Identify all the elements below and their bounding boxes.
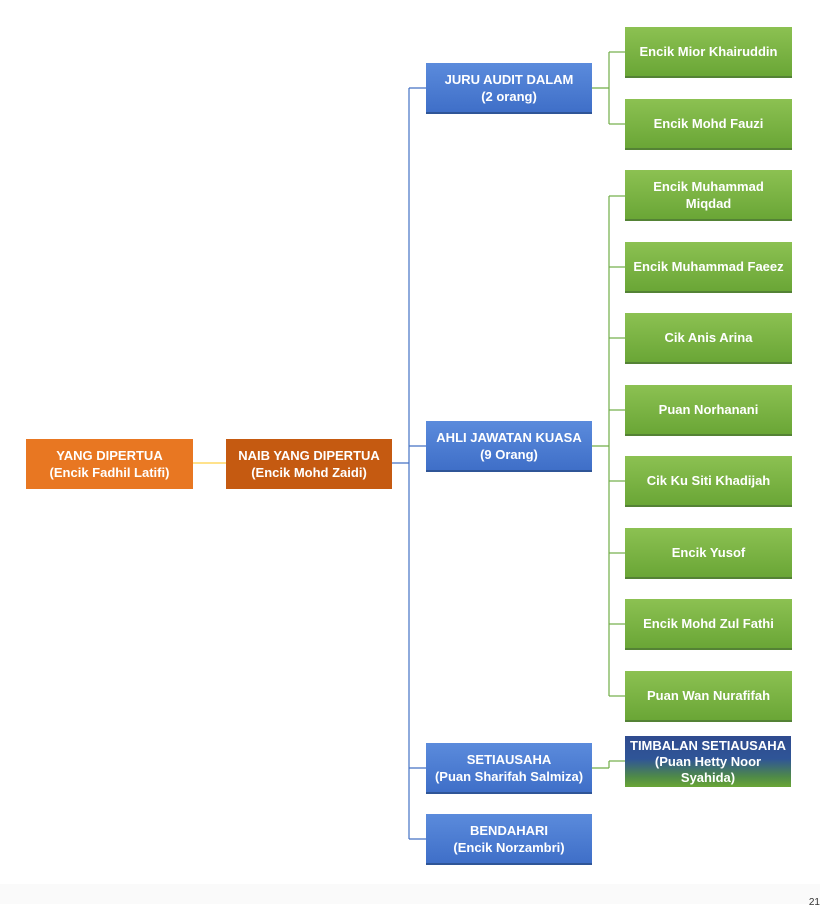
- node-person: Encik Muhammad Faeez: [633, 259, 784, 274]
- node-ahli-jawatan-kuasa: AHLI JAWATAN KUASA (9 Orang): [426, 421, 592, 472]
- node-title: YANG DIPERTUA: [56, 448, 163, 463]
- node-person: Encik Mohd Fauzi: [653, 116, 764, 131]
- node-person: (9 Orang): [480, 446, 538, 462]
- node-person: Encik Yusof: [671, 545, 746, 560]
- node-title: SETIAUSAHA: [466, 751, 552, 767]
- page-number: 21: [808, 897, 820, 908]
- node-timbalan-setiausaha: TIMBALAN SETIAUSAHA (Puan Hetty Noor Sya…: [625, 736, 791, 787]
- node-person: (Puan Sharifah Salmiza): [434, 768, 584, 784]
- node-title: NAIB YANG DIPERTUA: [238, 448, 380, 463]
- node-person: Encik Mior Khairuddin: [639, 44, 778, 59]
- node-juru-audit-dalam: JURU AUDIT DALAM (2 orang): [426, 63, 592, 114]
- node-person: (Encik Mohd Zaidi): [251, 465, 367, 480]
- node-person: (Encik Fadhil Latifi): [49, 465, 170, 480]
- node-person: Cik Ku Siti Khadijah: [646, 473, 771, 488]
- node-person: (2 orang): [481, 88, 537, 104]
- node-committee-member-1: Encik Muhammad Miqdad: [625, 170, 792, 221]
- page-footer-band: [0, 884, 820, 904]
- node-title: JURU AUDIT DALAM: [444, 71, 574, 87]
- node-person: Puan Norhanani: [658, 402, 759, 417]
- node-auditor-2: Encik Mohd Fauzi: [625, 99, 792, 150]
- node-yang-dipertua: YANG DIPERTUA (Encik Fadhil Latifi): [26, 439, 193, 489]
- node-bendahari: BENDAHARI (Encik Norzambri): [426, 814, 592, 865]
- node-setiausaha: SETIAUSAHA (Puan Sharifah Salmiza): [426, 743, 592, 794]
- node-auditor-1: Encik Mior Khairuddin: [625, 27, 792, 78]
- node-person: Cik Anis Arina: [664, 330, 753, 345]
- node-committee-member-5: Cik Ku Siti Khadijah: [625, 456, 792, 507]
- node-person: Encik Mohd Zul Fathi: [643, 616, 774, 631]
- node-person: (Encik Norzambri): [453, 839, 565, 855]
- node-person-cont: Syahida): [680, 769, 736, 785]
- node-person: (Puan Hetty Noor: [654, 753, 762, 769]
- node-title: BENDAHARI: [470, 822, 548, 838]
- node-committee-member-3: Cik Anis Arina: [625, 313, 792, 364]
- node-committee-member-6: Encik Yusof: [625, 528, 792, 579]
- node-person: Encik Muhammad Miqdad: [653, 178, 764, 211]
- node-committee-member-4: Puan Norhanani: [625, 385, 792, 436]
- node-committee-member-2: Encik Muhammad Faeez: [625, 242, 792, 293]
- node-committee-member-8: Puan Wan Nurafifah: [625, 671, 792, 722]
- node-naib-yang-dipertua: NAIB YANG DIPERTUA (Encik Mohd Zaidi): [226, 439, 392, 489]
- node-title: AHLI JAWATAN KUASA: [436, 429, 582, 445]
- node-title: TIMBALAN SETIAUSAHA: [630, 737, 786, 753]
- node-person: Puan Wan Nurafifah: [646, 688, 771, 703]
- node-committee-member-7: Encik Mohd Zul Fathi: [625, 599, 792, 650]
